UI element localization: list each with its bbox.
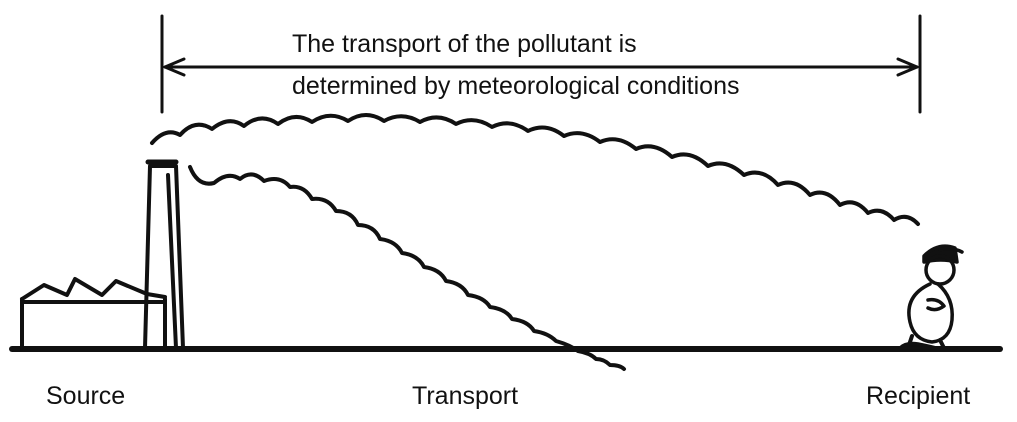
person-hat-brim: [938, 246, 964, 254]
person-arm: [926, 297, 946, 312]
factory-building: [20, 277, 167, 350]
caption-source: Source: [46, 382, 126, 410]
header-line-2: determined by meteorological conditions: [292, 72, 740, 100]
person-body: [907, 282, 954, 344]
plume-upper-edge: [150, 113, 920, 226]
plume-lower-edge: [188, 165, 626, 371]
caption-recipient: Recipient: [866, 382, 971, 410]
smokestack: [143, 159, 185, 350]
caption-transport: Transport: [412, 382, 519, 410]
recipient-person: [898, 244, 964, 350]
transport-span-bracket: [160, 14, 922, 114]
header-line-1: The transport of the pollutant is: [292, 30, 637, 58]
person-feet: [898, 341, 938, 350]
